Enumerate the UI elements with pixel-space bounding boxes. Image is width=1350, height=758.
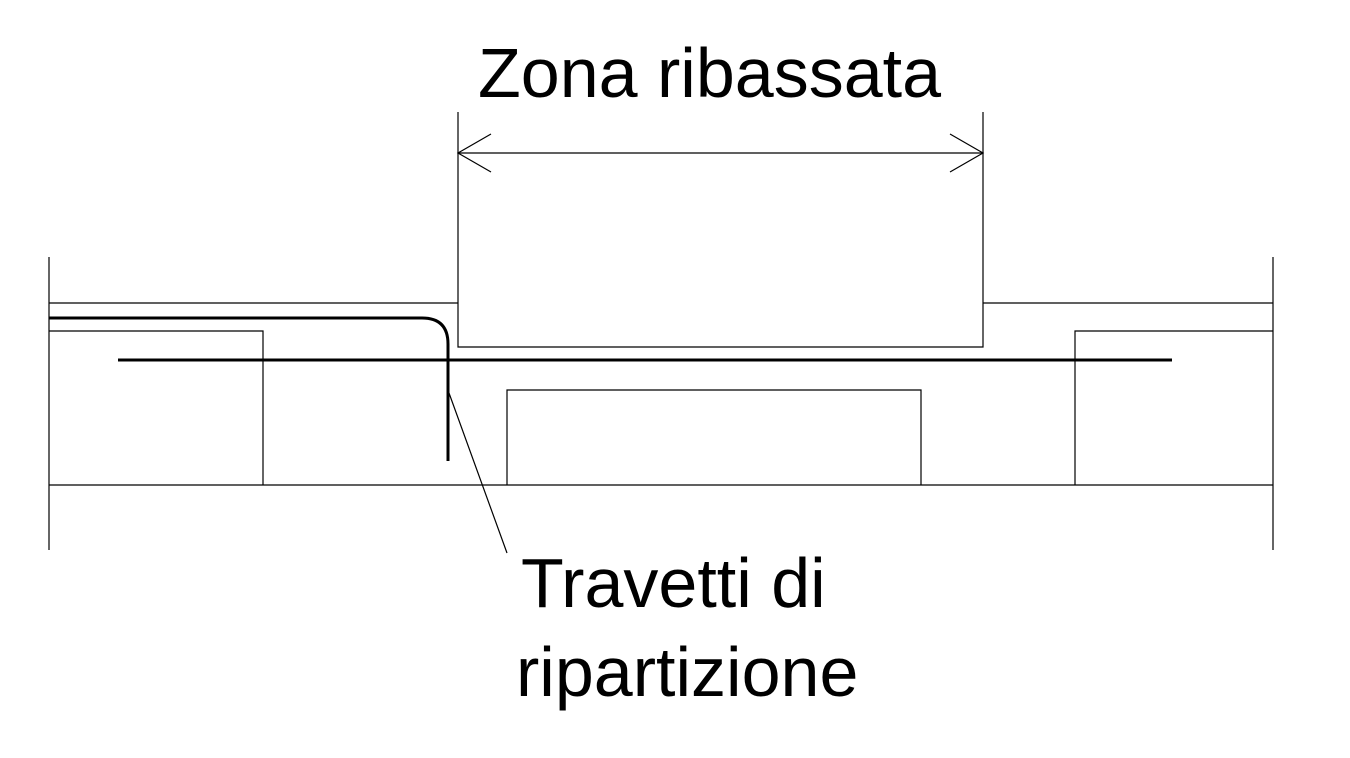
callout-leader — [448, 392, 508, 554]
lowered-zone-outline — [457, 112, 984, 348]
dimension-label: Zona ribassata — [478, 34, 942, 112]
callout-label-line-2: ripartizione — [516, 633, 859, 711]
central-block — [506, 389, 922, 485]
left-block — [49, 330, 264, 485]
callout-label-line-1: Travetti di — [521, 544, 826, 622]
right-block — [1074, 330, 1273, 485]
dimension-arrow-left — [456, 133, 492, 173]
dimension-arrow-right — [949, 133, 985, 173]
reinforcement-bar-bent — [49, 316, 450, 461]
